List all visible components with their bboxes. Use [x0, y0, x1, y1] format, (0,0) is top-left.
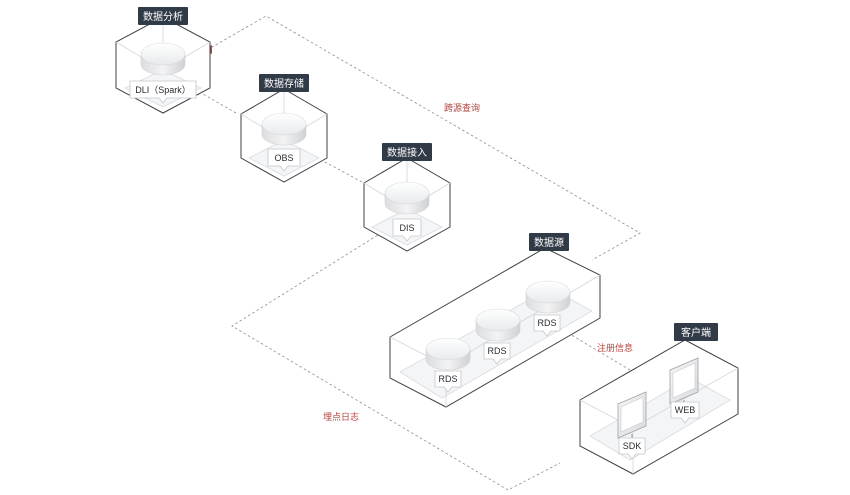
label-registration-info: 注册信息	[597, 342, 633, 354]
client-node-label-sdk: SDK	[623, 441, 642, 451]
source-title: 数据源	[534, 236, 564, 249]
analysis-database-icon	[140, 42, 186, 76]
group-storage: 数据存储 OBS	[240, 74, 328, 183]
client-node-label-web: WEB	[675, 405, 696, 415]
storage-node-label: OBS	[274, 153, 293, 163]
ingest-node-label: DIS	[399, 223, 414, 233]
monitor-icon-web	[669, 357, 699, 406]
client-title: 客户端	[681, 326, 711, 339]
flow-storage-to-analysis	[195, 89, 237, 114]
label-tracking-log: 埋点日志	[323, 411, 359, 423]
monitor-icon-sdk	[617, 391, 647, 441]
ingest-database-icon	[384, 181, 430, 215]
storage-title: 数据存储	[264, 77, 304, 90]
source-node-label-2: RDS	[487, 346, 506, 356]
group-client: 客户端 SDK WEB	[579, 323, 739, 475]
storage-database-icon	[261, 112, 307, 146]
analysis-title: 数据分析	[143, 10, 183, 23]
group-ingest: 数据接入 DIS	[363, 143, 451, 252]
source-node-label-3: RDS	[438, 374, 457, 384]
flow-tracking-log	[231, 229, 561, 491]
group-analysis: 数据分析 DLI（Spark）	[115, 7, 211, 114]
ingest-title: 数据接入	[387, 146, 427, 159]
flow-registration-info	[562, 329, 631, 371]
group-source: 数据源 RDS RDS RDS	[389, 233, 601, 408]
analysis-node-label: DLI（Spark）	[135, 85, 191, 95]
source-database-icon-1	[525, 280, 571, 314]
label-cross-source-query: 跨源查询	[444, 102, 480, 114]
source-database-icon-2	[475, 308, 521, 342]
source-node-label-1: RDS	[537, 318, 556, 328]
source-database-icon-3	[425, 337, 471, 371]
